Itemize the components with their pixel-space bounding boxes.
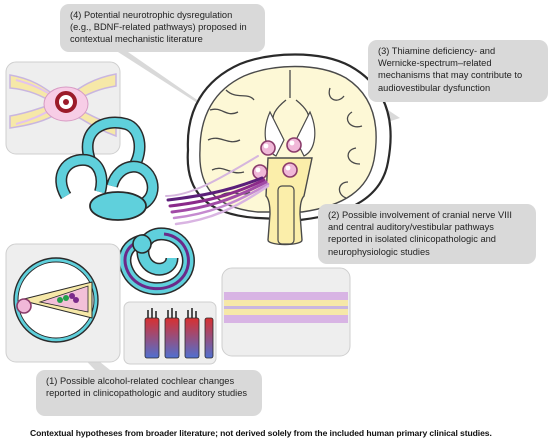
callout-cochlear: (1) Possible alcohol-related cochlear ch… [36, 370, 262, 416]
callout-nerve-viii: (2) Possible involvement of cranial nerv… [318, 204, 536, 264]
nerve-fiber-panel [5, 61, 121, 155]
brain-nuclei [252, 137, 302, 180]
nucleus-upper-left [260, 140, 276, 156]
nucleus-upper-right [286, 137, 302, 153]
round-window [132, 234, 152, 254]
callout-neurotrophic: (4) Potential neurotrophic dysregulation… [60, 4, 265, 52]
inner-ear [55, 116, 195, 296]
hair-cells-panel [123, 301, 217, 365]
spiral-ganglion-marker [16, 298, 32, 314]
nucleus-lower-right [282, 162, 298, 178]
brainstem [265, 157, 313, 246]
cochlear-section-panel [5, 243, 121, 363]
cranial-nerve-viii [165, 155, 270, 226]
callout-thiamine: (3) Thiamine deficiency- and Wernicke-sp… [368, 40, 548, 102]
nucleus-lower-left [252, 164, 268, 180]
stereocilia [147, 308, 197, 318]
nerve-tract-panel [221, 267, 351, 357]
brain-section [186, 53, 392, 222]
hair-cells [144, 317, 214, 359]
footer-caption: Contextual hypotheses from broader liter… [30, 428, 492, 438]
